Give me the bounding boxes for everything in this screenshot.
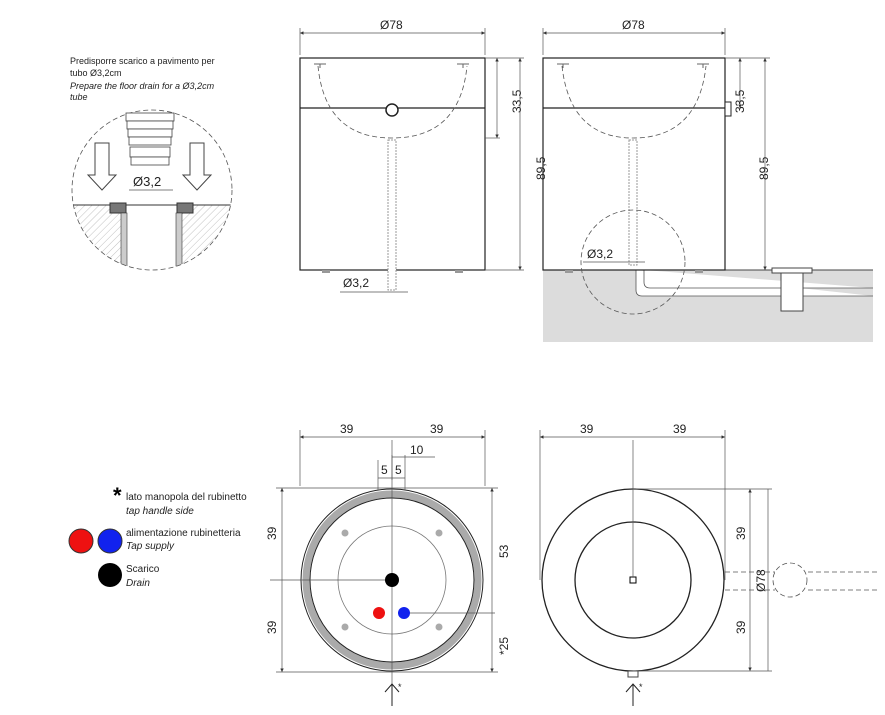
front-view: Ø78 33,5 89,5 Ø3,2 (299, 18, 548, 293)
front-height: 89,5 (534, 156, 548, 180)
front-drain-diameter: Ø3,2 (343, 276, 369, 290)
side-upper-height: 33,5 (733, 89, 747, 113)
plan2-arrow-mark: * (639, 682, 643, 692)
plan2-top-half: 39 (734, 526, 748, 540)
floor-drain-detail: Predisporre scarico a pavimento per tubo… (70, 56, 233, 271)
plan-bottom-half: 39 (265, 620, 279, 634)
note-en: Prepare the floor drain for a Ø3,2cm (70, 81, 215, 91)
note-it-2: tubo Ø3,2cm (70, 68, 122, 78)
corrugated-tube (125, 112, 175, 166)
side-drain-diameter: Ø3,2 (587, 247, 613, 261)
side-height: 89,5 (757, 156, 771, 180)
plan-offset-c: 10 (410, 443, 424, 457)
legend-handle-en: tap handle side (126, 506, 194, 517)
note-en-2: tube (70, 92, 88, 102)
plan2-diameter: Ø78 (754, 569, 768, 592)
hot-supply-marker (68, 528, 94, 554)
plan-top-half: 39 (265, 526, 279, 540)
hot-supply-point (373, 607, 385, 619)
legend-drain-it: Scarico (126, 564, 160, 575)
plan-dim-53: 53 (497, 544, 511, 558)
tap-handle-arrow-icon (384, 683, 400, 706)
plan2-bottom-half: 39 (734, 620, 748, 634)
plan-arrow-mark: * (398, 682, 402, 692)
cold-supply-marker (97, 528, 123, 554)
legend-supply-it: alimentazione rubinetteria (126, 528, 241, 539)
detail-circle (71, 109, 233, 271)
legend-drain-en: Drain (126, 578, 150, 589)
arrow-down-icon (181, 142, 213, 191)
plan-right-half: 39 (430, 422, 444, 436)
plan-offset-a: 5 (381, 463, 388, 477)
drain-point (385, 573, 399, 587)
plan-left-half: 39 (340, 422, 354, 436)
arrow-down-icon (86, 142, 118, 191)
plan-offset-b: 5 (395, 463, 402, 477)
side-width: Ø78 (622, 18, 645, 32)
legend-supply-en: Tap supply (126, 541, 175, 552)
plan2-left-half: 39 (580, 422, 594, 436)
tap-handle-arrow-icon (625, 683, 641, 706)
plan-view-top: 39 39 5 5 10 39 39 53 *25 * (265, 422, 511, 706)
plan-view-bottom: 39 39 39 39 Ø78 * (539, 422, 880, 706)
star-mark: * (113, 483, 122, 508)
front-width: Ø78 (380, 18, 403, 32)
legend-handle-it: lato manopola del rubinetto (126, 492, 247, 503)
drain-marker (98, 563, 122, 587)
plan-dim-25: *25 (497, 637, 511, 655)
note-it: Predisporre scarico a pavimento per (70, 56, 215, 66)
plan2-right-half: 39 (673, 422, 687, 436)
cold-supply-point (398, 607, 410, 619)
legend: * lato manopola del rubinetto tap handle… (68, 483, 247, 589)
side-view: Ø78 33,5 89,5 Ø3,2 (542, 18, 873, 342)
front-upper-height: 33,5 (510, 89, 524, 113)
detail-diameter: Ø3,2 (133, 174, 161, 189)
